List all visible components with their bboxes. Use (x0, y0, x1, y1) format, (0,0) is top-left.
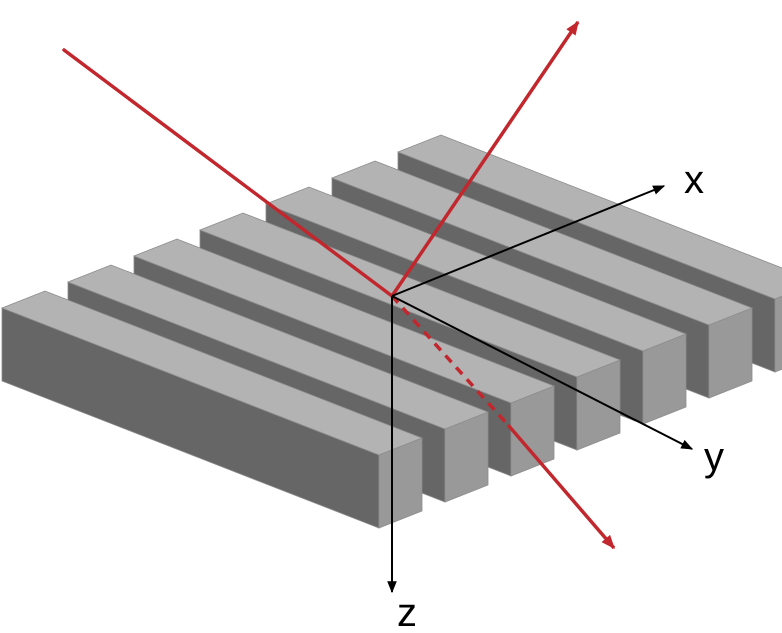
grating-bars (0, 134, 782, 529)
bar-top-face (198, 212, 622, 378)
z-axis-label: z (397, 591, 417, 633)
y-axis-label: y (704, 435, 724, 479)
bar-end-face (774, 295, 782, 373)
bar-top-face (0, 290, 424, 456)
x-axis-label: x (684, 158, 704, 202)
transmitted-ray (506, 423, 616, 550)
grating-bar (0, 290, 424, 529)
transmitted-ray-hidden (390, 294, 510, 427)
x-axis-arrow (391, 185, 666, 297)
incident-ray (62, 48, 394, 298)
bar-top-face (66, 264, 490, 430)
bar-top-face (330, 160, 754, 326)
bar-top-face (264, 186, 688, 352)
reflected-ray (390, 20, 580, 297)
y-axis-arrow (391, 295, 694, 450)
